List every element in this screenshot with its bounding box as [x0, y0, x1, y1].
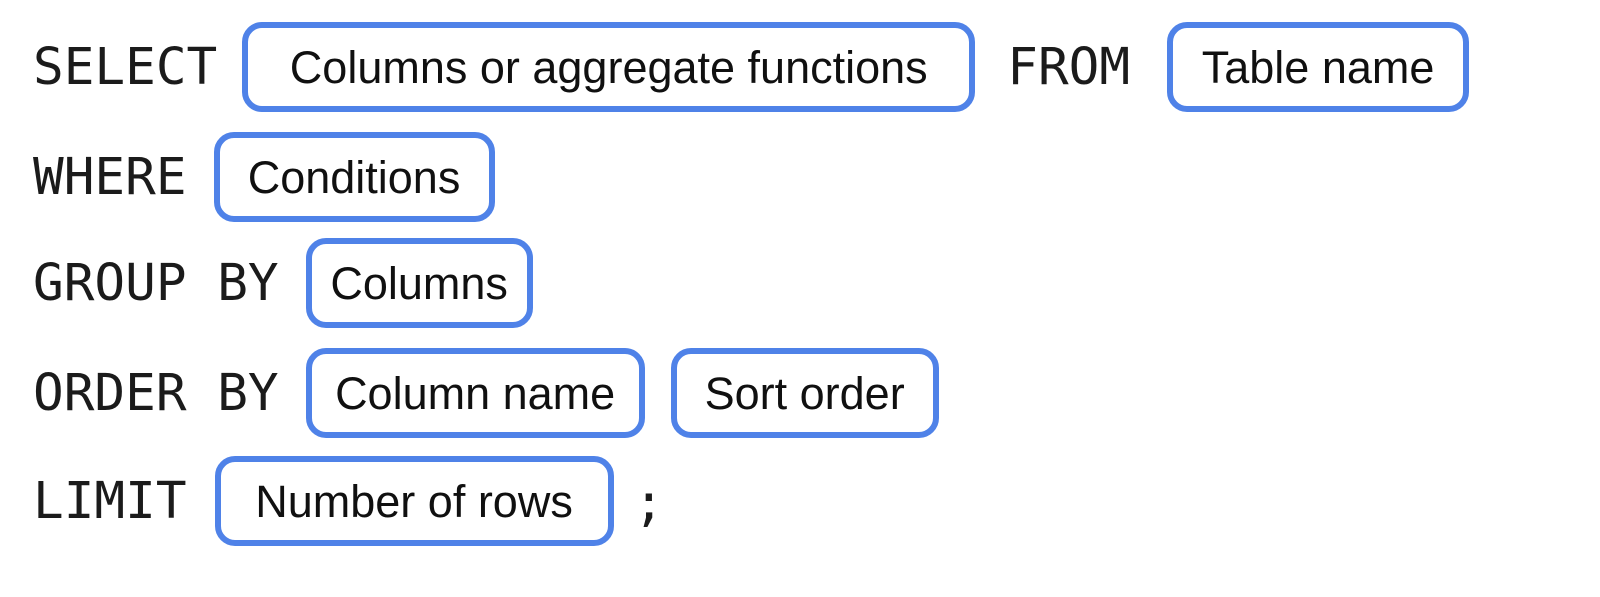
placeholder-column-name[interactable]: Column name — [305, 348, 645, 438]
placeholder-columns[interactable]: Columns — [305, 238, 533, 328]
keyword-select: SELECT — [33, 37, 218, 97]
placeholder-sort-order[interactable]: Sort order — [670, 348, 939, 438]
keyword-from: FROM — [1007, 37, 1131, 97]
statement-terminator-semicolon: ; — [633, 473, 665, 533]
placeholder-columns-or-aggregate-functions[interactable]: Columns or aggregate functions — [242, 22, 976, 112]
keyword-where: WHERE — [33, 147, 187, 207]
keyword-order-by: ORDER BY — [33, 363, 279, 423]
sql-clause-row-where: WHERE Conditions — [0, 124, 1600, 230]
placeholder-table-name[interactable]: Table name — [1167, 22, 1470, 112]
placeholder-conditions[interactable]: Conditions — [213, 132, 495, 222]
sql-clause-row-group-by: GROUP BY Columns — [0, 230, 1600, 336]
sql-clause-row-select: SELECT Columns or aggregate functions FR… — [0, 14, 1600, 120]
sql-clause-row-limit: LIMIT Number of rows ; — [0, 448, 1600, 554]
keyword-group-by: GROUP BY — [33, 253, 279, 313]
keyword-limit: LIMIT — [33, 471, 187, 531]
placeholder-number-of-rows[interactable]: Number of rows — [214, 456, 614, 546]
sql-clause-row-order-by: ORDER BY Column name Sort order — [0, 340, 1600, 446]
